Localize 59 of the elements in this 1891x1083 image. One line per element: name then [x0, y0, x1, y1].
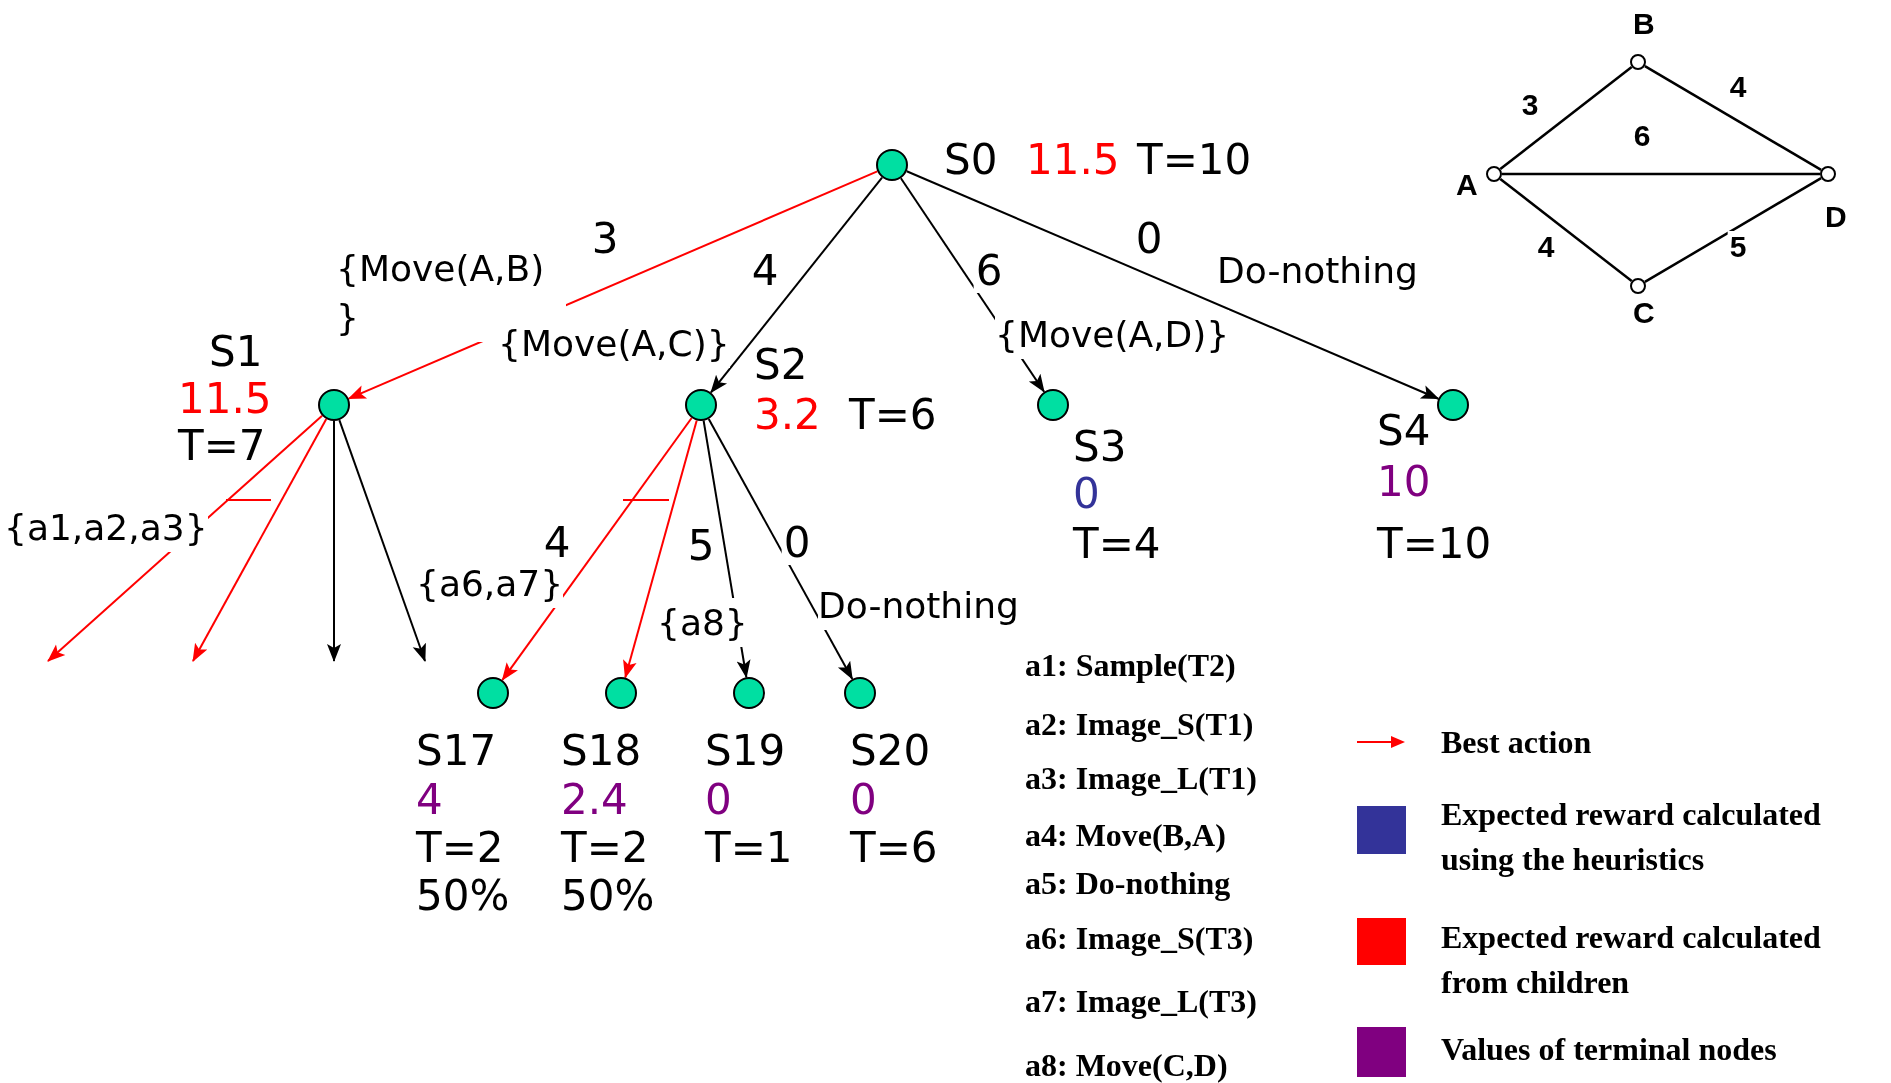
- connector-line: [1644, 177, 1822, 283]
- state-name: S17: [416, 727, 497, 775]
- reward-value: 11.5: [178, 375, 272, 423]
- reward-value: 0: [850, 776, 877, 824]
- state-name: S4: [1377, 407, 1431, 455]
- state-name: S0: [944, 136, 998, 184]
- connector-line: [1502, 172, 1820, 176]
- reward-value: 2.4: [561, 776, 628, 824]
- reward-value: 11.5: [1026, 136, 1120, 184]
- reward-value: 0: [705, 776, 732, 824]
- action-definition: a6: Image_S(T3): [1025, 919, 1254, 958]
- time-label: T=2: [416, 824, 504, 872]
- state-name: S2: [754, 341, 808, 389]
- time-label: T=6: [849, 391, 937, 439]
- arrow: [623, 419, 698, 679]
- probability-label: 50%: [416, 872, 510, 920]
- vertex-label: B: [1633, 7, 1655, 41]
- legend-label: Values of terminal nodes: [1441, 1030, 1778, 1069]
- connector-line: [1644, 65, 1822, 171]
- connector-line: [1499, 65, 1633, 171]
- arrow: [709, 176, 884, 394]
- reward-value: 3.2: [754, 391, 821, 439]
- action-set-label: {Move(A,D)}: [995, 310, 1230, 359]
- state-name: S1: [209, 328, 263, 376]
- state-name: S3: [1073, 423, 1127, 471]
- probability-label: 50%: [561, 872, 655, 920]
- time-label: T=6: [850, 824, 938, 872]
- reward-value: 0: [1073, 470, 1100, 518]
- action-definition: a8: Move(C,D): [1025, 1046, 1228, 1083]
- legend-label: Expected reward calculated from children: [1441, 918, 1822, 1002]
- time-label: T=10: [1377, 520, 1492, 568]
- state-name: S19: [705, 727, 786, 775]
- action-definition: a1: Sample(T2): [1025, 646, 1236, 685]
- vertex-label: A: [1456, 168, 1478, 202]
- vertex-label: D: [1825, 200, 1847, 234]
- action-definition: a7: Image_L(T3): [1025, 982, 1257, 1021]
- time-label: T=10: [1137, 136, 1252, 184]
- legend-label: Expected reward calculated using the heuristics: [1441, 795, 1822, 879]
- state-name: S20: [850, 727, 931, 775]
- legend-label: Best action: [1441, 723, 1593, 762]
- action-definition: a3: Image_L(T1): [1025, 759, 1257, 798]
- action-definition: a5: Do-nothing: [1025, 864, 1231, 903]
- arrow: [327, 420, 341, 662]
- action-definition: a2: Image_S(T1): [1025, 705, 1254, 744]
- arrow: [501, 416, 693, 682]
- connector-line: [1499, 177, 1633, 283]
- vertex-label: C: [1633, 296, 1655, 330]
- reward-value: 4: [416, 776, 443, 824]
- arrow: [192, 418, 328, 662]
- arrow: [338, 419, 426, 662]
- time-label: T=1: [705, 824, 793, 872]
- arrow: [707, 418, 854, 680]
- time-label: T=4: [1073, 520, 1161, 568]
- time-label: T=2: [561, 824, 649, 872]
- reward-value: 10: [1377, 458, 1431, 506]
- state-name: S18: [561, 727, 642, 775]
- arrow: [905, 170, 1440, 400]
- action-definition: a4: Move(B,A): [1025, 816, 1226, 855]
- time-label: T=7: [178, 422, 266, 470]
